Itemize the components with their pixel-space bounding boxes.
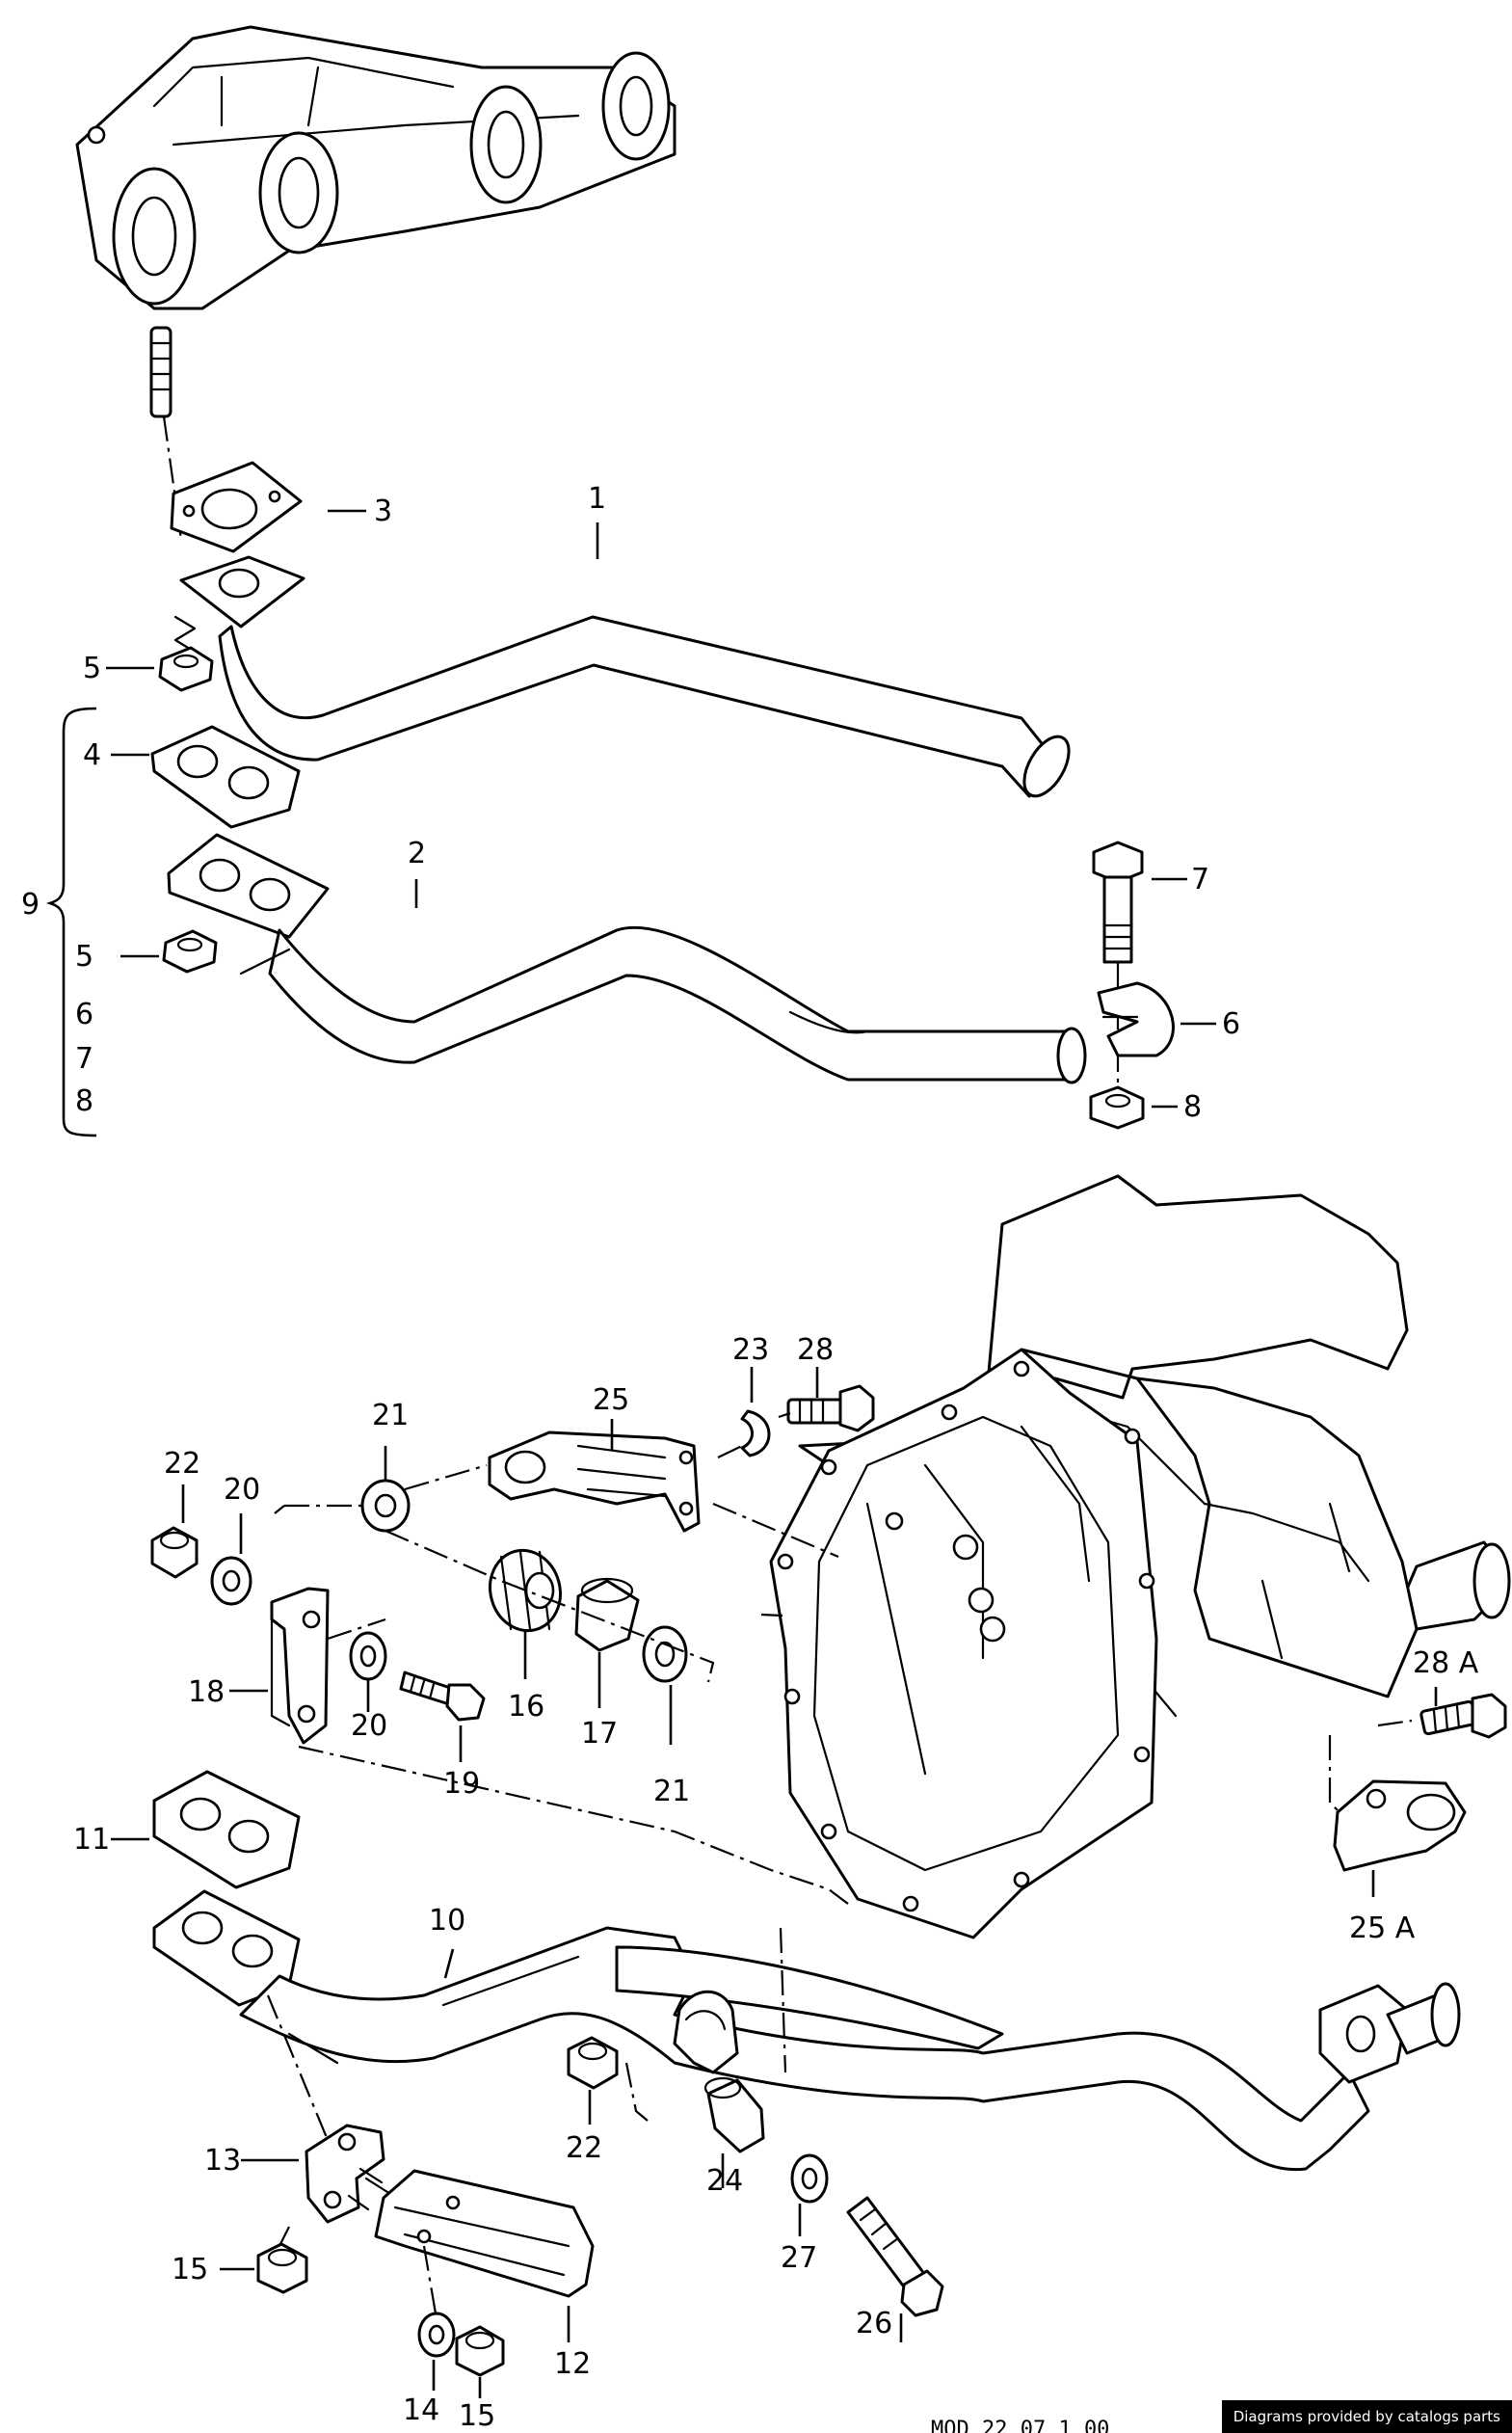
label-7: 7 <box>1191 863 1209 896</box>
mount-bracket-25 <box>488 1430 701 1533</box>
circlip-23 <box>740 1409 771 1457</box>
label-4: 4 <box>83 738 101 772</box>
label-24: 24 <box>706 2164 743 2198</box>
bolt-26 <box>846 2196 944 2317</box>
exhaust-manifold <box>75 25 676 310</box>
label-27: 27 <box>781 2241 817 2275</box>
bolt-19 <box>399 1671 486 1722</box>
nut-5-upper <box>158 615 214 692</box>
label-5-lower: 5 <box>75 940 93 974</box>
label-18: 18 <box>188 1675 225 1709</box>
label-26: 26 <box>856 2307 892 2340</box>
label-1: 1 <box>588 482 606 516</box>
label-7-list: 7 <box>75 1042 93 1076</box>
label-14: 14 <box>403 2393 439 2427</box>
label-25A: 25 A <box>1349 1912 1416 1945</box>
label-8-list: 8 <box>75 1084 93 1118</box>
label-25: 25 <box>593 1383 629 1417</box>
nut-5-lower <box>162 929 218 974</box>
label-28A: 28 A <box>1413 1646 1479 1680</box>
bolt-28 <box>786 1384 875 1432</box>
label-28: 28 <box>797 1333 834 1367</box>
bolt-28A <box>1419 1693 1507 1739</box>
label-16: 16 <box>508 1690 544 1724</box>
label-3: 3 <box>374 495 392 528</box>
label-22-lower: 22 <box>566 2131 602 2165</box>
nut-8 <box>1089 1085 1145 1130</box>
label-21-lower: 21 <box>653 1775 690 1808</box>
transmission-housing <box>769 1174 1511 1939</box>
front-pipe-1 <box>179 555 1071 798</box>
bracket-13 <box>305 2124 389 2224</box>
label-13: 13 <box>204 2144 241 2178</box>
bracket-18 <box>270 1587 330 1745</box>
clamp-6 <box>1097 981 1175 1057</box>
credit-banner: Diagrams provided by catalogs parts <box>1221 2400 1512 2433</box>
label-10: 10 <box>429 1904 465 1938</box>
gasket-11 <box>152 1770 301 1889</box>
label-17: 17 <box>581 1717 618 1751</box>
label-5-upper: 5 <box>83 652 101 685</box>
bracket-9 <box>45 707 97 1137</box>
sleeve-24 <box>703 2076 765 2153</box>
label-19: 19 <box>443 1767 480 1801</box>
label-20-upper: 20 <box>224 1473 260 1507</box>
label-23: 23 <box>732 1333 769 1367</box>
bolt-7 <box>1092 841 1144 964</box>
heat-shield-12 <box>374 2169 595 2298</box>
label-12: 12 <box>554 2347 591 2381</box>
nut-15-bottom <box>455 2325 505 2377</box>
label-9: 9 <box>21 888 40 922</box>
label-2: 2 <box>408 837 426 870</box>
label-15-left: 15 <box>172 2253 208 2286</box>
front-pipe-2 <box>167 833 1087 1084</box>
diagram-code: MOD 22 07 1 00 <box>931 2418 1110 2433</box>
label-15-bottom: 15 <box>459 2399 495 2433</box>
spacer-sleeve-17 <box>574 1577 640 1652</box>
pipe-clamp <box>673 1990 739 2074</box>
label-6: 6 <box>1222 1007 1240 1041</box>
gasket-4 <box>150 725 301 829</box>
nut-15-left <box>256 2242 308 2294</box>
label-20-lower: 20 <box>351 1709 387 1743</box>
label-21-upper: 21 <box>372 1399 409 1432</box>
nut-22-upper <box>150 1526 199 1579</box>
label-22-upper: 22 <box>164 1447 200 1481</box>
label-11: 11 <box>73 1823 110 1857</box>
mount-bracket-25A <box>1333 1779 1467 1872</box>
label-8: 8 <box>1183 1090 1202 1124</box>
gasket-3 <box>170 461 303 553</box>
label-6-list: 6 <box>75 998 93 1031</box>
nut-22-lower <box>567 2036 619 2090</box>
stud <box>149 326 172 418</box>
